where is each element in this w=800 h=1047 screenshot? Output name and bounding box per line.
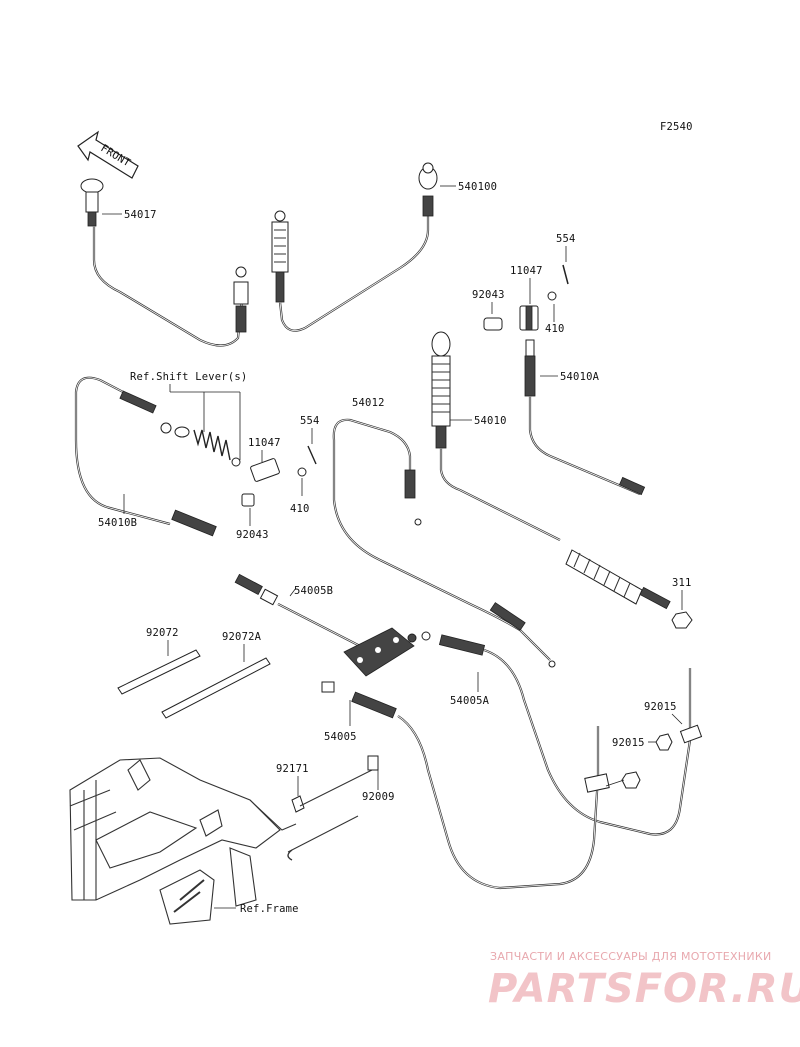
label-ref-frame: Ref.Frame	[240, 903, 299, 915]
clamp-92171	[291, 795, 305, 813]
label-54010: 54010	[474, 415, 507, 427]
figure-id: F2540	[660, 121, 693, 133]
label-54005A: 54005A	[450, 695, 490, 707]
cotter-pin-left-icon	[307, 445, 317, 465]
nut-92015-lower-icon	[621, 771, 641, 789]
label-554-left: 554	[300, 415, 320, 427]
label-54012: 54012	[352, 397, 385, 409]
watermark-tagline: ЗАПЧАСТИ И АКСЕССУАРЫ ДЛЯ МОТОТЕХНИКИ	[490, 950, 772, 963]
label-54005B: 54005B	[294, 585, 333, 597]
cable-54017	[80, 178, 249, 347]
label-92072: 92072	[146, 627, 179, 639]
front-arrow-icon: FRONT	[77, 130, 139, 179]
label-410-left: 410	[290, 503, 310, 515]
label-540100: 540100	[458, 181, 497, 193]
cable-54010B	[74, 376, 217, 537]
nut-311-icon	[671, 611, 693, 629]
vehicle-frame	[69, 757, 297, 925]
cable-bracket	[343, 627, 417, 677]
cable-54005	[321, 681, 610, 890]
label-92072A: 92072A	[222, 631, 262, 643]
label-410-top: 410	[545, 323, 565, 335]
cable-54010A	[524, 339, 646, 496]
cable-54012	[332, 418, 556, 668]
cable-tie-92072A	[161, 657, 271, 719]
bolt-92009	[367, 755, 379, 771]
label-311: 311	[672, 577, 692, 589]
washer-left-icon	[297, 467, 307, 477]
label-92043-top: 92043	[472, 289, 505, 301]
label-54017: 54017	[124, 209, 157, 221]
label-92015-b: 92015	[612, 737, 645, 749]
label-92009: 92009	[362, 791, 395, 803]
label-54010B: 54010B	[98, 517, 137, 529]
label-54005: 54005	[324, 731, 357, 743]
clevis-left	[241, 458, 280, 507]
spring-assembly	[160, 422, 241, 467]
clevis-top	[483, 305, 539, 331]
cable-54005B	[234, 573, 361, 647]
cable-54010	[431, 331, 671, 610]
washer-icon	[547, 291, 557, 301]
label-11047-left: 11047	[248, 437, 281, 449]
cable-tie-92072	[117, 649, 201, 695]
label-11047-top: 11047	[510, 265, 543, 277]
label-54010A: 54010A	[560, 371, 600, 383]
label-554-top: 554	[556, 233, 576, 245]
label-92171: 92171	[276, 763, 309, 775]
cotter-pin-icon	[562, 264, 569, 285]
label-92015-a: 92015	[644, 701, 677, 713]
watermark-logo: PARTSFOR.RU	[488, 966, 800, 1012]
label-92043-left: 92043	[236, 529, 269, 541]
cable-54005A	[421, 631, 703, 836]
label-ref-shift-lever: Ref.Shift Lever(s)	[130, 371, 247, 383]
nut-92015-icon	[655, 733, 673, 751]
cable-540100	[271, 162, 438, 332]
